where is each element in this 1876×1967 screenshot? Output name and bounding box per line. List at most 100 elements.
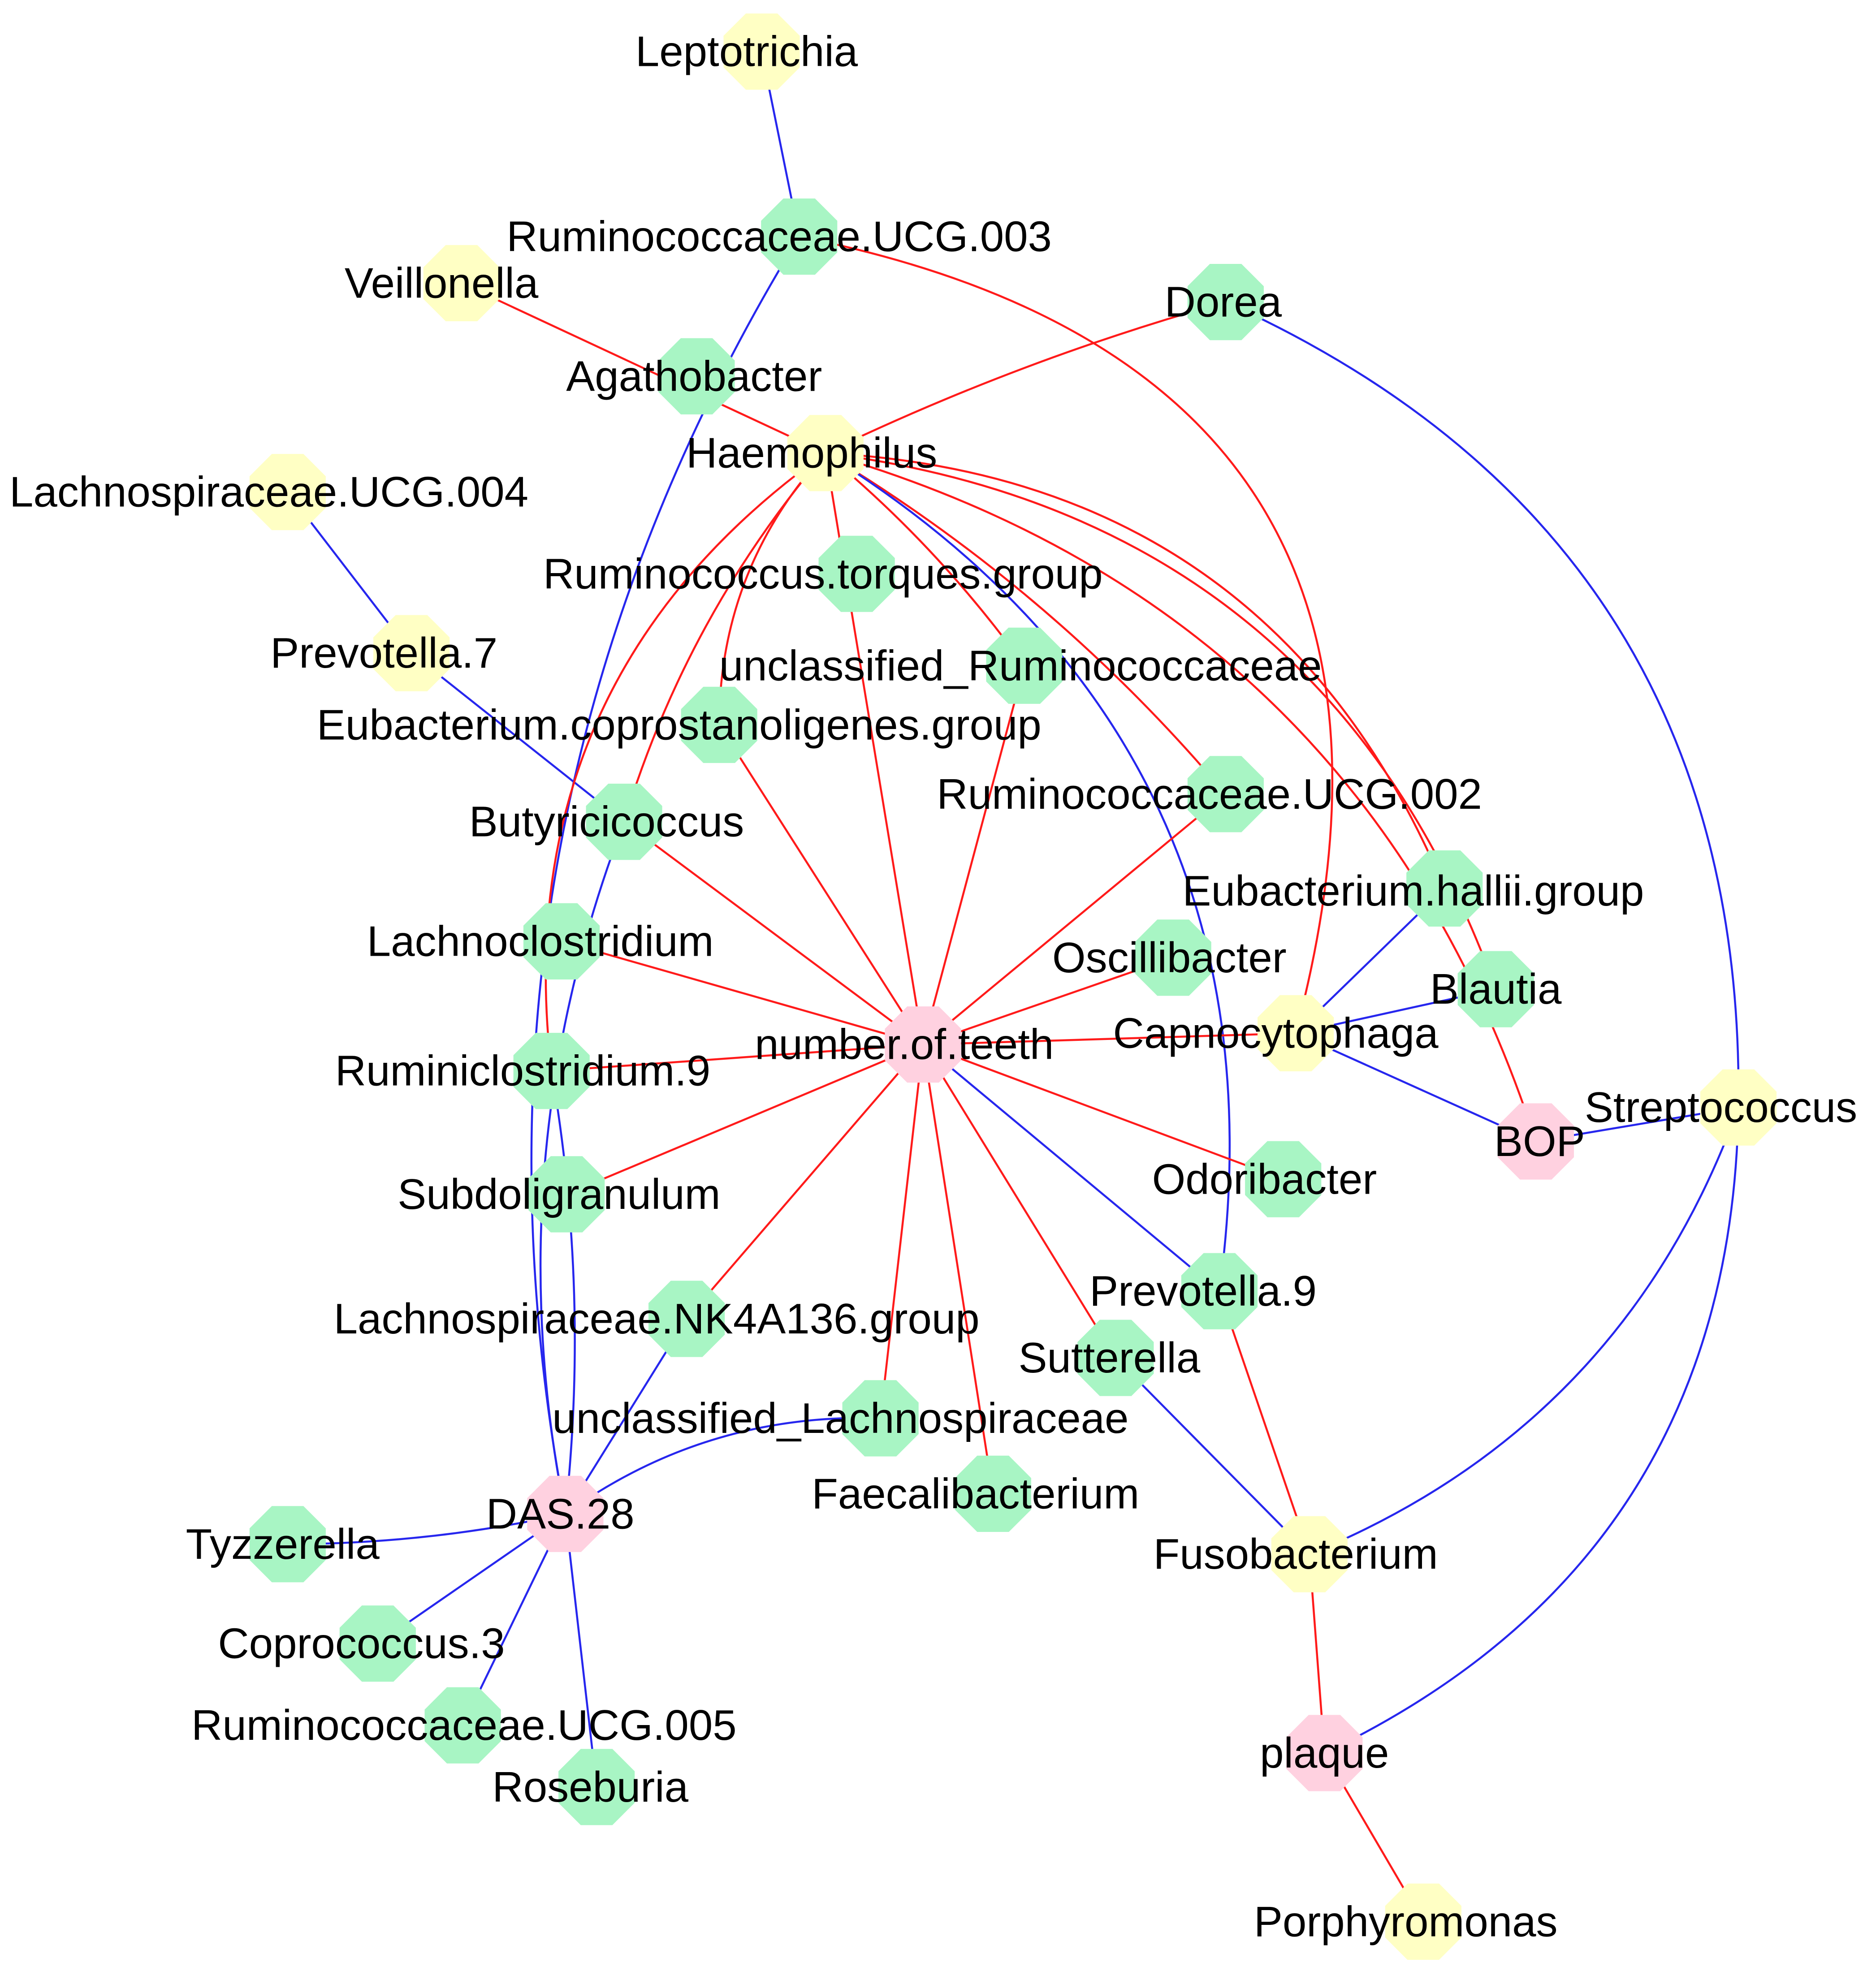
node-label: Faecalibacterium — [812, 1470, 1139, 1518]
edge-number_of_teeth-odoribacter — [922, 1044, 1284, 1180]
node-label: Capnocytophaga — [1113, 1009, 1439, 1057]
node-shape — [523, 903, 600, 979]
node-odoribacter[interactable]: Odoribacter — [1152, 1141, 1377, 1217]
node-shape — [558, 1749, 635, 1825]
edge-number_of_teeth-eubacterium_coprostanoligenes — [718, 724, 924, 1045]
node-blautia[interactable]: Blautia — [1430, 951, 1562, 1027]
node-haemophilus[interactable]: Haemophilus — [686, 415, 937, 492]
edge-number_of_teeth-prevotella9 — [922, 1044, 1220, 1292]
node-label: unclassified_Ruminococcaceae — [719, 642, 1322, 690]
node-shape — [1497, 1103, 1574, 1180]
node-shape — [885, 1006, 961, 1083]
node-unclassified_ruminococcaceae[interactable]: unclassified_Ruminococcaceae — [719, 627, 1322, 704]
node-sutterella[interactable]: Sutterella — [1019, 1320, 1201, 1396]
node-shape — [1700, 1069, 1777, 1146]
node-label: Ruminococcaceae.UCG.003 — [506, 213, 1052, 261]
edge-number_of_teeth-ruminiclostridium9 — [551, 1043, 923, 1072]
node-number_of_teeth[interactable]: number.of.teeth — [755, 1006, 1054, 1083]
node-prevotella9[interactable]: Prevotella.9 — [1089, 1253, 1317, 1329]
node-shape — [681, 686, 757, 763]
node-coprococcus3[interactable]: Coprococcus.3 — [218, 1605, 505, 1682]
node-capnocytophaga[interactable]: Capnocytophaga — [1113, 995, 1439, 1071]
node-shape — [423, 245, 500, 321]
edge-streptococcus-fusobacterium — [1309, 1107, 1740, 1555]
node-prevotella7[interactable]: Prevotella.7 — [270, 615, 497, 691]
node-ruminococcaceae_ucg002[interactable]: Ruminococcaceae.UCG.002 — [937, 756, 1482, 833]
node-shape — [586, 784, 662, 860]
node-dorea[interactable]: Dorea — [1165, 264, 1282, 341]
node-label: Ruminococcaceae.UCG.002 — [937, 770, 1482, 818]
node-ruminiclostridium9[interactable]: Ruminiclostridium.9 — [335, 1033, 711, 1109]
node-label: unclassified_Lachnospiraceae — [552, 1394, 1128, 1442]
node-label: Haemophilus — [686, 429, 937, 477]
node-shape — [1187, 264, 1264, 341]
node-label: Porphyromonas — [1254, 1898, 1558, 1945]
node-label: Streptococcus — [1585, 1083, 1857, 1131]
node-label: Butyricicoccus — [469, 798, 744, 846]
node-ruminococcaceae_ucg003[interactable]: Ruminococcaceae.UCG.003 — [506, 198, 1052, 275]
node-layer: LeptotrichiaRuminococcaceae.UCG.003Veill… — [9, 13, 1857, 1960]
node-das28[interactable]: DAS.28 — [486, 1475, 635, 1552]
edge-dorea-haemophilus — [825, 301, 1226, 454]
node-label: Veillonella — [345, 259, 539, 307]
node-subdoligranulum[interactable]: Subdoligranulum — [398, 1156, 721, 1233]
node-label: BOP — [1494, 1117, 1585, 1165]
edge-das28-ruminiclostridium9 — [550, 1070, 576, 1514]
node-shape — [339, 1605, 416, 1682]
node-roseburia[interactable]: Roseburia — [492, 1749, 689, 1825]
node-streptococcus[interactable]: Streptococcus — [1585, 1069, 1857, 1146]
node-shape — [955, 1455, 1031, 1532]
node-label: Eubacterium.hallii.group — [1183, 867, 1644, 915]
node-shape — [1187, 756, 1264, 833]
node-shape — [249, 454, 326, 531]
edge-number_of_teeth-butyricicoccus — [623, 821, 924, 1046]
node-eubacterium_coprostanoligenes[interactable]: Eubacterium.coprostanoligenes.group — [317, 686, 1042, 763]
node-lachnoclostridium[interactable]: Lachnoclostridium — [367, 903, 714, 979]
edge-veillonella-haemophilus — [461, 282, 826, 454]
edge-das28-unclassified_lachnospiraceae — [565, 1417, 881, 1515]
node-shape — [1245, 1141, 1322, 1217]
node-plaque[interactable]: plaque — [1260, 1715, 1389, 1791]
node-leptotrichia[interactable]: Leptotrichia — [635, 13, 858, 90]
edge-haemophilus-butyricicoccus — [623, 452, 826, 822]
node-label: Sutterella — [1019, 1334, 1201, 1382]
node-label: Coprococcus.3 — [218, 1620, 505, 1668]
node-ruminococcus_torques[interactable]: Ruminococcus.torques.group — [543, 535, 1103, 612]
node-lachnospiraceae_ucg004[interactable]: Lachnospiraceae.UCG.004 — [9, 454, 528, 531]
node-fusobacterium[interactable]: Fusobacterium — [1154, 1516, 1438, 1592]
node-unclassified_lachnospiraceae[interactable]: unclassified_Lachnospiraceae — [552, 1380, 1128, 1457]
node-shape — [1271, 1516, 1348, 1592]
node-butyricicoccus[interactable]: Butyricicoccus — [469, 784, 744, 860]
edge-number_of_teeth-capnocytophaga — [923, 1032, 1296, 1046]
node-agathobacter[interactable]: Agathobacter — [566, 338, 822, 414]
edge-prevotella9-fusobacterium — [1218, 1291, 1310, 1555]
node-veillonella[interactable]: Veillonella — [345, 245, 539, 321]
node-label: Lachnoclostridium — [367, 917, 714, 965]
edge-number_of_teeth-unclassified_ruminococcaceae — [922, 665, 1025, 1045]
node-shape — [986, 627, 1063, 704]
edge-das28-roseburia — [564, 1514, 598, 1787]
node-shape — [424, 1687, 501, 1764]
node-tyzzerella[interactable]: Tyzzerella — [186, 1506, 380, 1583]
edge-number_of_teeth-lachnoclostridium — [561, 940, 924, 1046]
node-lachnospiraceae_nk4a136[interactable]: Lachnospiraceae.NK4A136.group — [334, 1281, 980, 1357]
node-oscillibacter[interactable]: Oscillibacter — [1052, 919, 1287, 996]
edge-number_of_teeth-lachnospiraceae_nk4a136 — [686, 1044, 924, 1320]
edge-das28-tyzzerella — [287, 1513, 566, 1545]
node-eubacterium_hallii[interactable]: Eubacterium.hallii.group — [1183, 850, 1644, 927]
node-label: Agathobacter — [566, 352, 822, 400]
node-shape — [648, 1281, 725, 1357]
node-label: Eubacterium.coprostanoligenes.group — [317, 701, 1042, 749]
node-ruminococcaceae_ucg005[interactable]: Ruminococcaceae.UCG.005 — [191, 1687, 737, 1764]
node-bop[interactable]: BOP — [1494, 1103, 1585, 1180]
node-faecalibacterium[interactable]: Faecalibacterium — [812, 1455, 1139, 1532]
node-label: DAS.28 — [486, 1490, 635, 1538]
node-label: Fusobacterium — [1154, 1530, 1438, 1578]
node-label: Roseburia — [492, 1763, 688, 1811]
node-porphyromonas[interactable]: Porphyromonas — [1254, 1883, 1558, 1960]
node-label: Subdoligranulum — [398, 1170, 720, 1218]
node-shape — [1457, 951, 1534, 1027]
edge-dorea-streptococcus — [1225, 301, 1740, 1108]
edge-haemophilus-prevotella9 — [825, 452, 1231, 1292]
edge-capnocytophaga-bop — [1295, 1032, 1536, 1143]
